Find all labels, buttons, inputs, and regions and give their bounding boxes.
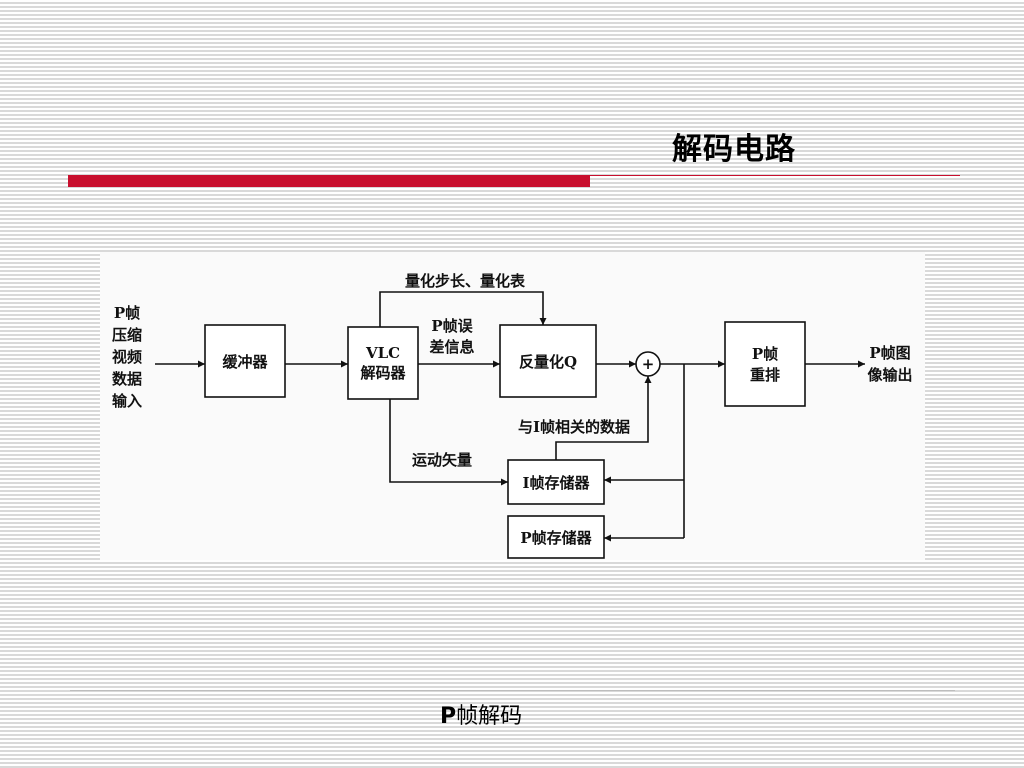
reorder-label: P帧 <box>752 345 778 363</box>
i-frame-data-annotation: 与I帧相关的数据 <box>518 418 630 436</box>
vlc-label: VLC <box>365 344 400 362</box>
buffer-block: 缓冲器 <box>204 324 286 398</box>
error-info-annotation: P帧误 <box>431 317 473 335</box>
title-rule-red <box>68 175 590 187</box>
p-frame-memory-block: P帧存储器 <box>507 515 605 559</box>
arrow-quant-step-path <box>379 291 547 327</box>
adder-symbol: + <box>642 355 655 373</box>
quant-step-annotation: 量化步长、量化表 <box>405 272 526 290</box>
footer-rule <box>70 690 955 691</box>
output-label-line: 像输出 <box>867 366 912 384</box>
input-label: P帧 压缩 视频 数据 输入 <box>112 304 142 410</box>
caption-rest: 帧解码 <box>456 704 523 729</box>
input-label-line: 数据 <box>112 370 142 388</box>
output-label: P帧图 像输出 <box>867 344 912 384</box>
input-label-line: 视频 <box>112 348 142 366</box>
caption: P帧解码 <box>440 698 522 730</box>
error-info-annotation: 差信息 <box>429 338 474 356</box>
motion-vector-annotation: 运动矢量 <box>412 451 472 469</box>
arrow-motion-vector-path <box>389 399 508 486</box>
title-rule-thin <box>590 175 960 176</box>
input-label-line: 压缩 <box>112 326 142 344</box>
input-label-line: 输入 <box>112 392 142 410</box>
buffer-label: 缓冲器 <box>222 353 268 371</box>
p-frame-memory-label: P帧存储器 <box>520 529 592 547</box>
slide-title: 解码电路 <box>672 132 796 167</box>
dequantizer-label: 反量化Q <box>519 353 577 371</box>
adder-circle: + <box>635 351 661 377</box>
vlc-label: 解码器 <box>360 364 406 382</box>
p-frame-decoder-diagram: P帧 压缩 视频 数据 输入 缓冲器 VLC 解码器 反量化Q + P帧 重排 <box>100 252 925 560</box>
reorder-block: P帧 重排 <box>724 321 806 407</box>
i-frame-memory-label: I帧存储器 <box>522 474 590 492</box>
input-label-line: P帧 <box>114 304 140 322</box>
dequantizer-block: 反量化Q <box>499 324 597 398</box>
arrow-i-frame-data-to-adder <box>555 376 652 460</box>
i-frame-memory-block: I帧存储器 <box>507 459 605 505</box>
signal-arrows <box>155 291 865 542</box>
vlc-decoder-block: VLC 解码器 <box>347 326 419 400</box>
diagram-canvas: P帧 压缩 视频 数据 输入 缓冲器 VLC 解码器 反量化Q + P帧 重排 <box>112 272 913 559</box>
caption-lead: P <box>440 704 457 729</box>
reorder-label: 重排 <box>750 366 780 384</box>
output-label-line: P帧图 <box>869 344 910 362</box>
